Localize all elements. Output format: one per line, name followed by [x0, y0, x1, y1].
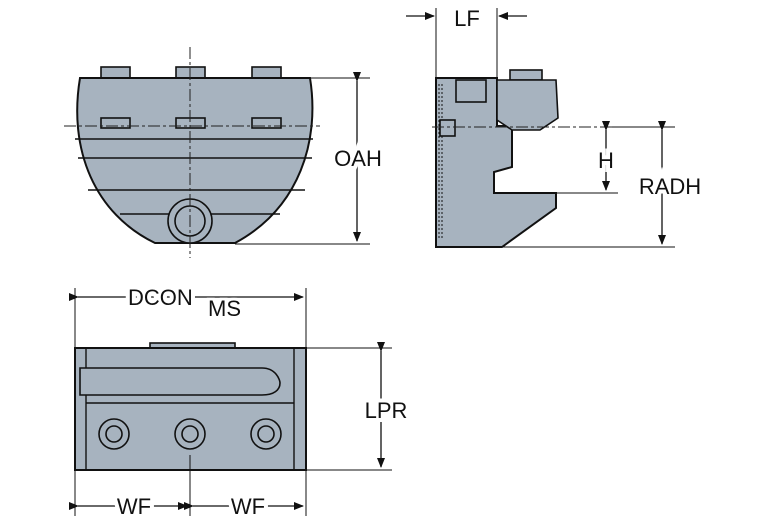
pocket-left [100, 117, 131, 129]
radh-dimension: RADH [502, 121, 705, 248]
knurl [438, 84, 443, 240]
lf-dimension: LF [406, 6, 527, 78]
side-view [432, 69, 612, 248]
oah-dimension: OAH [235, 72, 386, 245]
top-view-body [74, 347, 307, 471]
oah-label: OAH [334, 146, 382, 171]
dcon-dimension: DCON MS [69, 281, 307, 348]
lf-label: LF [454, 6, 480, 31]
pocket-right [251, 117, 282, 129]
top-view [74, 342, 307, 471]
dcon-subscript: MS [208, 296, 241, 321]
wf-dimension: WF WF [69, 455, 307, 523]
side-pocket-mid [439, 119, 456, 137]
dcon-label: DCON [128, 285, 193, 310]
svg-text:DCON: DCON [128, 285, 193, 310]
screw-row [98, 418, 282, 450]
side-clamp [496, 79, 559, 131]
front-view [64, 47, 320, 258]
h-label: H [598, 148, 614, 173]
lpr-label: LPR [365, 398, 408, 423]
radh-label: RADH [639, 174, 701, 199]
side-pocket-top [455, 79, 487, 103]
wf-right-label: WF [231, 494, 265, 519]
wf-left-label: WF [117, 494, 151, 519]
top-view-slot [79, 367, 281, 396]
h-dimension: H [512, 121, 618, 194]
side-screw-head [509, 69, 543, 81]
lpr-dimension: LPR [306, 342, 411, 471]
